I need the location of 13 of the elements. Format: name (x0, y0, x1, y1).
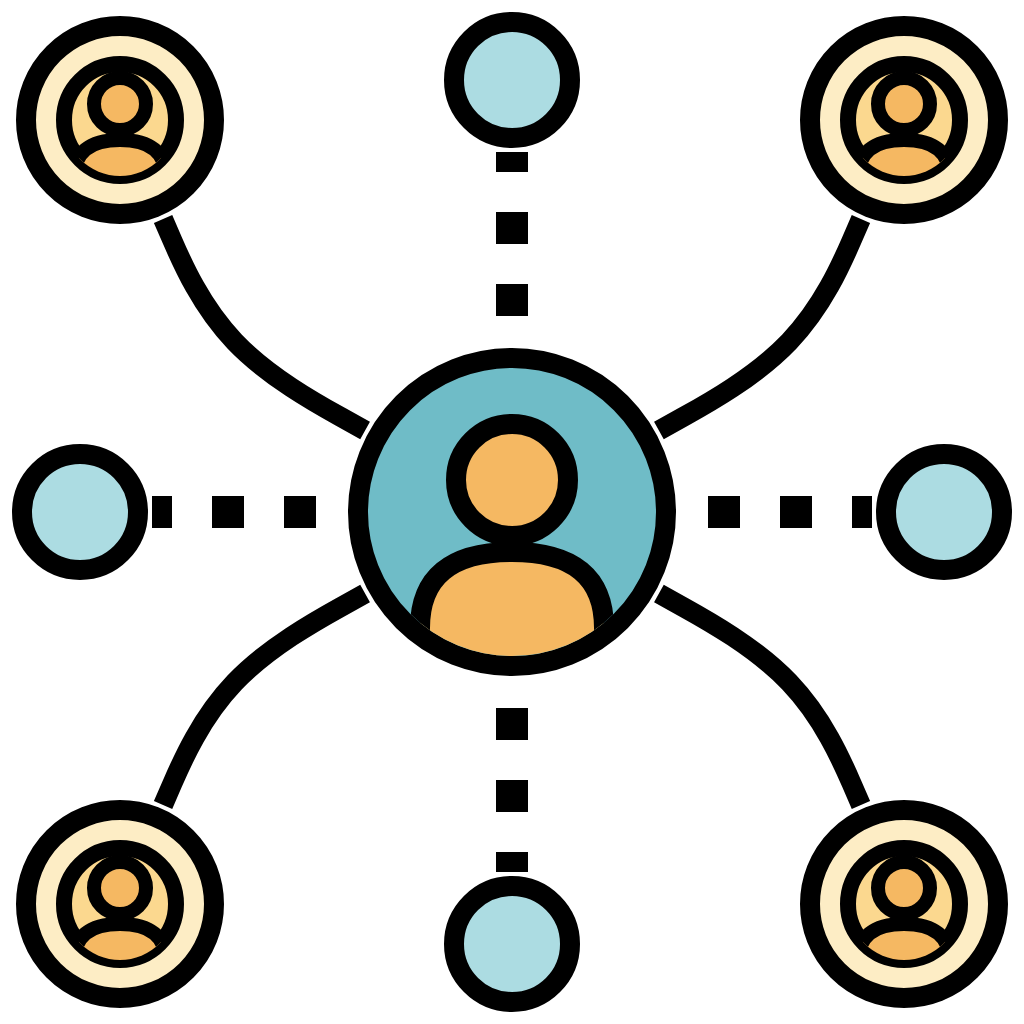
user-avatar-node (800, 16, 1008, 224)
user-avatar-node (16, 800, 224, 1008)
circle-node (444, 876, 580, 1012)
circle-node (876, 444, 1012, 580)
user-avatar-node (800, 800, 1008, 1008)
circle-node (12, 444, 148, 580)
circle-node (444, 12, 580, 148)
user-avatar-node (16, 16, 224, 224)
connector-line (654, 584, 871, 809)
user-avatar-node (348, 348, 676, 676)
connector-line (153, 584, 370, 809)
connector-line (153, 215, 370, 440)
connector-line (654, 215, 871, 440)
